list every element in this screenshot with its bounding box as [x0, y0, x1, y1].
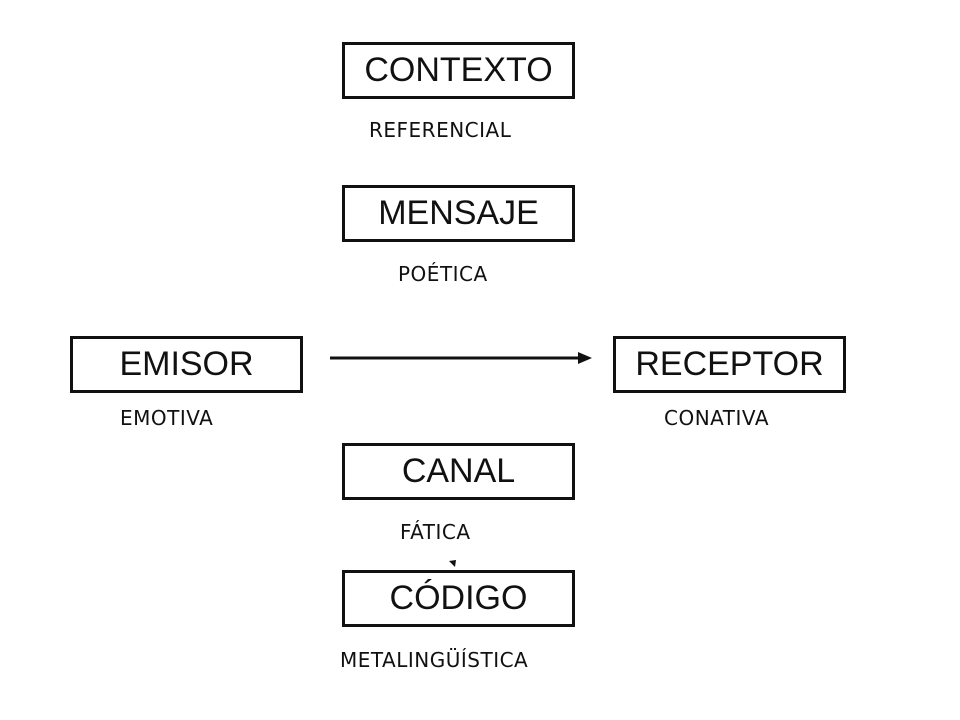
- contexto-label: CONTEXTO: [364, 51, 553, 89]
- receptor-label: RECEPTOR: [635, 345, 824, 383]
- mensaje-box: MENSAJE: [342, 185, 575, 242]
- fatica-label: FÁTICA: [400, 520, 471, 544]
- emisor-label: EMISOR: [119, 345, 254, 383]
- emotiva-label: EMOTIVA: [120, 406, 214, 430]
- emisor-receptor-arrowhead: [578, 352, 592, 364]
- mensaje-label: MENSAJE: [378, 194, 539, 232]
- codigo-label: CÓDIGO: [389, 579, 528, 617]
- conativa-label: CONATIVA: [664, 406, 769, 430]
- codigo-box: CÓDIGO: [342, 570, 575, 627]
- emisor-box: EMISOR: [70, 336, 303, 393]
- canal-label: CANAL: [401, 452, 516, 490]
- canal-box: CANAL: [342, 443, 575, 500]
- metalinguistica-label: METALINGÜÍSTICA: [340, 648, 529, 672]
- contexto-box: CONTEXTO: [342, 42, 575, 99]
- referencial-label: REFERENCIAL: [369, 118, 512, 142]
- receptor-box: RECEPTOR: [613, 336, 846, 393]
- small-arrowhead-mark: [449, 560, 456, 567]
- poetica-label: POÉTICA: [398, 262, 488, 286]
